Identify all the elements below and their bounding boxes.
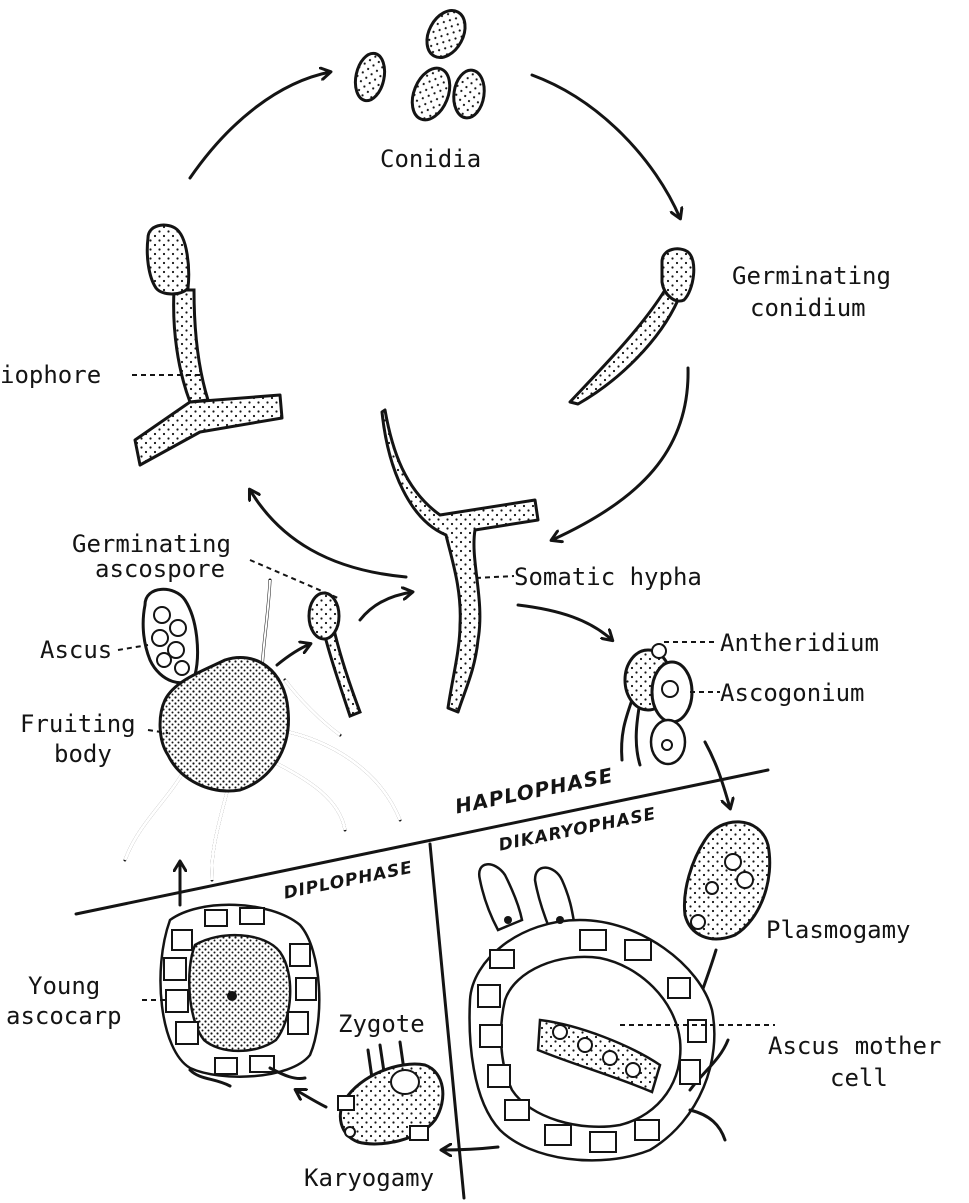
label-germinating-conidium-line2: conidium — [750, 294, 866, 322]
label-ascus-mother-cell-line2: cell — [830, 1064, 888, 1092]
label-ascus: Ascus — [40, 636, 112, 664]
label-somatic-hypha: Somatic hypha — [514, 563, 702, 591]
label-plasmogamy: Plasmogamy — [766, 916, 911, 944]
conidia-spores — [351, 4, 487, 125]
somatic-hypha — [382, 410, 538, 712]
label-antheridium: Antheridium — [720, 629, 879, 657]
conidiophore — [135, 225, 282, 465]
zygote-cell — [338, 1042, 443, 1144]
plasmogamy-stage — [684, 822, 769, 939]
label-fruiting-body-line1: Fruiting — [20, 710, 136, 738]
label-germinating-ascospore-line2: ascospore — [95, 555, 225, 583]
label-ascus-mother-cell-line1: Ascus mother — [768, 1032, 941, 1060]
label-ascogonium: Ascogonium — [720, 679, 865, 707]
label-germinating-ascospore-line1: Germinating — [72, 530, 231, 558]
label-young-ascocarp-line1: Young — [28, 972, 100, 1000]
label-fruiting-body-line2: body — [54, 740, 112, 768]
antheridium-ascogonium — [622, 644, 692, 765]
germinating-conidium — [570, 249, 694, 404]
label-germinating-conidium-line1: Germinating — [732, 262, 891, 290]
young-ascocarp — [160, 905, 319, 1086]
label-young-ascocarp-line2: ascocarp — [6, 1002, 122, 1030]
label-zygote: Zygote — [338, 1010, 425, 1038]
label-conidia: Conidia — [380, 145, 481, 173]
label-karyogamy: Karyogamy — [304, 1164, 434, 1192]
ascus-free — [143, 589, 197, 682]
label-conidiophore: iophore — [0, 361, 101, 389]
germinating-ascospore — [309, 593, 360, 716]
